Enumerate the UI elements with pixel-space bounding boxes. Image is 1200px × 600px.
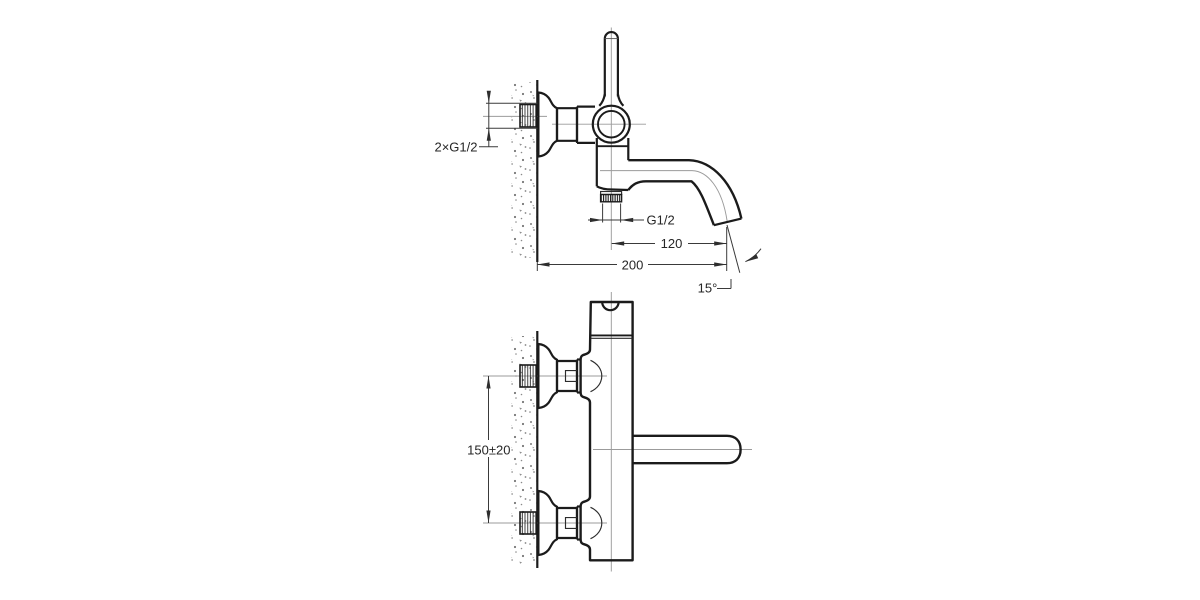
spout-centerline xyxy=(600,170,728,222)
lower-inlet-nipple-thread xyxy=(519,511,538,535)
lever-notch xyxy=(601,301,620,312)
arrow-left-icon xyxy=(611,241,625,246)
handle-flare-right xyxy=(616,93,625,107)
upper-connector-square xyxy=(564,370,577,382)
dim-text-spout-reach: 120 xyxy=(661,236,683,251)
upper-dome-boss xyxy=(590,359,603,393)
arrow-arc-icon xyxy=(745,254,759,262)
body-bottom-edge xyxy=(596,185,629,192)
handle-joint-inner xyxy=(597,109,626,139)
spout-outline-bottom xyxy=(627,180,716,226)
arrow-right-icon xyxy=(590,217,603,223)
dim-spout-angle: 15° xyxy=(698,224,762,296)
arrow-down-icon xyxy=(486,510,491,523)
arrow-right-icon xyxy=(714,262,727,267)
arrow-up-icon xyxy=(486,376,491,389)
plan-view: 150±20 xyxy=(467,292,752,572)
arrow-left-icon xyxy=(537,262,550,267)
angle-arc xyxy=(745,248,762,263)
dim-text-outlet-connection: G1/2 xyxy=(647,213,675,228)
handle-flare-left xyxy=(598,93,606,107)
arrow-right-icon xyxy=(714,241,727,246)
dim-inlet-connection: 2×G1/2 xyxy=(434,90,538,154)
lower-connector-square xyxy=(564,517,577,529)
dim-outlet-connection: G1/2 xyxy=(588,203,675,228)
body-outline xyxy=(579,300,634,562)
dim-total-reach: 200 xyxy=(537,257,727,272)
dim-spout-reach: 120 xyxy=(611,227,728,271)
lower-escutcheon xyxy=(537,489,559,557)
dim-inlet-centres: 150±20 xyxy=(467,376,510,523)
dim-text-total-reach: 200 xyxy=(622,257,644,272)
side-view: 2×G1/2 G1/2 120 200 xyxy=(434,27,762,296)
handle-lever-cap xyxy=(603,30,619,39)
spout-outline-top xyxy=(628,159,743,219)
dim-text-spout-angle: 15° xyxy=(698,281,718,296)
arrow-down-icon xyxy=(486,90,491,104)
dim-text-inlet-connection: 2×G1/2 xyxy=(434,139,477,154)
aerator-knurl xyxy=(599,193,623,203)
upper-inlet-nipple-thread xyxy=(519,364,538,388)
spout-end-face xyxy=(713,217,742,227)
arrow-left-icon xyxy=(620,217,634,223)
spout-plan-outline xyxy=(632,434,742,465)
upper-escutcheon xyxy=(537,342,559,410)
dim-text-inlet-centres: 150±20 xyxy=(467,443,510,458)
handle-joint-outer xyxy=(591,104,631,144)
arrow-up-icon xyxy=(486,128,491,141)
lower-dome-boss xyxy=(590,506,603,540)
angle-reference-line xyxy=(726,224,741,273)
inlet-nipple-thread xyxy=(519,103,538,128)
